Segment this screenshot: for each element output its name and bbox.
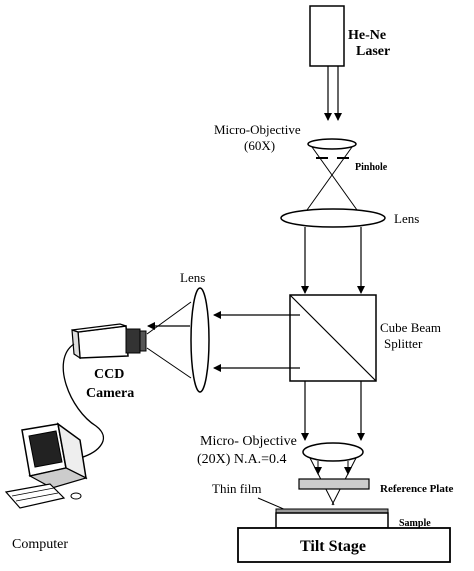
cone-ray-2 [306,146,353,211]
camera-cable [62,343,104,459]
computer-label: Computer [12,537,68,552]
tilt-stage-label: Tilt Stage [300,538,366,555]
cube-beam-splitter [289,294,377,382]
ccd-label-line1: CCD [94,367,124,382]
laser-label-line2: Laser [356,44,390,59]
reference-plate-label: Reference Plate [380,483,454,495]
lens-right-label: Lens [394,211,419,226]
keyboard-keys-row1 [11,487,55,497]
thin-film-pointer [257,497,287,511]
ccd-label-line2: Camera [86,386,134,401]
laser-source [309,5,345,67]
reference-plate [298,478,370,490]
micro-objective-top-label-line2: (60X) [244,138,275,153]
keyboard [4,483,66,509]
camera-body-back [71,329,81,360]
monitor-screen [28,430,63,468]
sample-substrate [275,512,389,529]
cone-ray-1 [311,146,358,211]
mouse [70,492,82,500]
micro-objective-top-label-line1: Micro-Objective [214,122,301,137]
camera-lens-mount [125,328,141,354]
camera-ray-top [146,301,192,335]
laser-body [309,5,345,67]
laser-label-line1: He-Ne [348,28,386,43]
thin-film-label: Thin film [212,481,261,496]
camera-lens-front [139,330,147,352]
tilt-stage [237,527,451,563]
micro-objective-20x [302,442,364,462]
cube-beam-label-line1: Cube Beam [380,320,441,335]
camera-ray-bottom [146,347,192,379]
micro-objective-60x [307,138,357,150]
micro-objective-bottom-label-line1: Micro- Objective [200,434,297,449]
sample-label: Sample [399,518,431,529]
keyboard-keys-row2 [15,492,59,502]
pinhole-label: Pinhole [355,162,388,173]
ccd-camera [71,323,147,360]
cube-beam-label-line2: Splitter [384,336,423,351]
collimating-lens [280,208,386,228]
splitter-diagonal [289,294,377,382]
imaging-lens [190,287,210,393]
lens-left-label: Lens [180,270,205,285]
monitor-base [28,467,88,489]
micro-objective-bottom-label-line2: (20X) N.A.=0.4 [197,452,287,467]
computer [4,422,88,509]
